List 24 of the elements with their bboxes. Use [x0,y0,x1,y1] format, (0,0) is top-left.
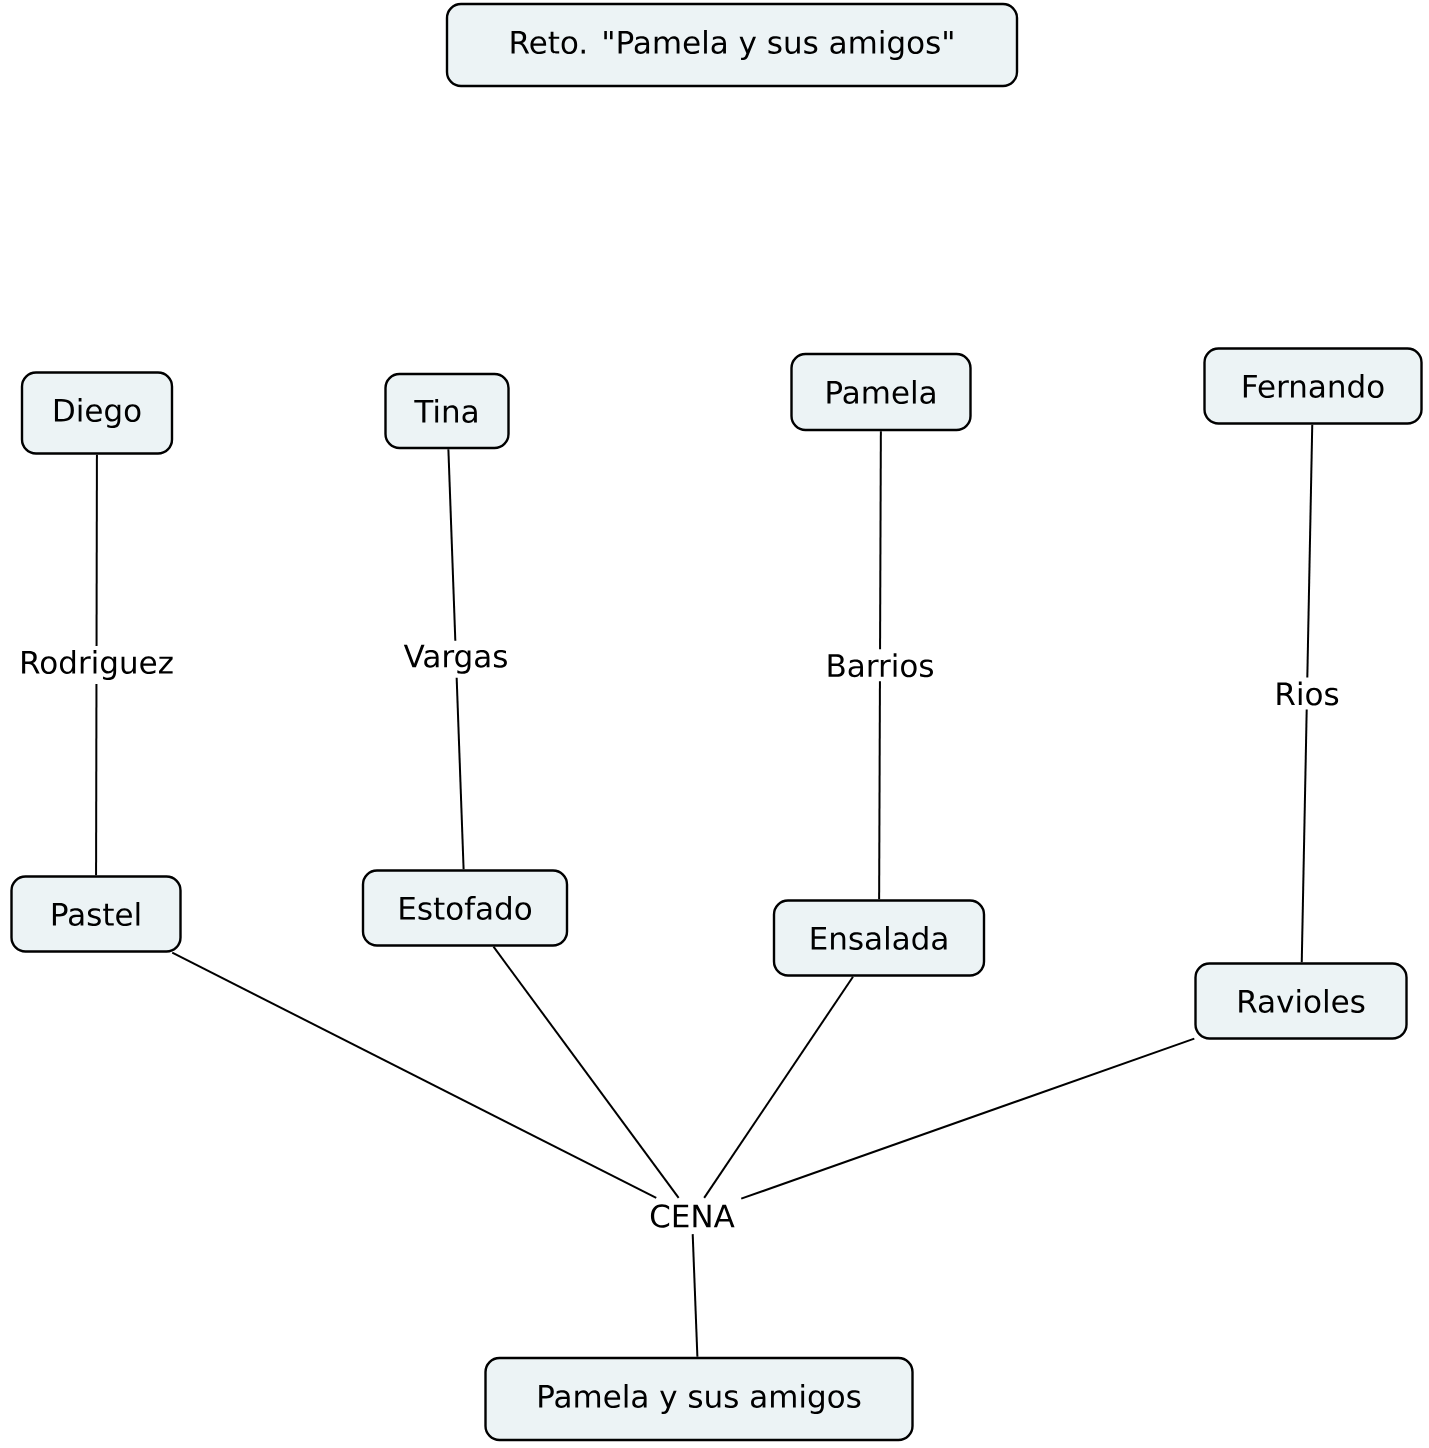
concept-box: Estofado [361,869,569,947]
connector-line [691,1233,699,1358]
concept-box: Ravioles [1194,962,1408,1040]
concept-box: Pamela [790,352,972,432]
connector-line [492,945,680,1199]
edge-label: Vargas [399,640,513,678]
concept-box: Diego [20,371,174,455]
linking-phrase: CENA [650,1204,735,1228]
concept-box: Ensalada [772,899,986,977]
concept-box: Fernando [1203,347,1423,425]
edge-label: Rodriguez [15,646,178,684]
concept-box: Tina [384,372,510,450]
concept-box: Reto. "Pamela y sus amigos" [445,2,1019,88]
connector-line [740,1037,1196,1200]
connector-line [95,453,98,877]
connector-line [703,975,854,1199]
edge-label: Rios [1270,677,1344,710]
connector-line [878,430,882,901]
edge-label: Barrios [821,649,939,682]
connector-line [447,448,465,871]
concept-box: Pamela y sus amigos [484,1356,914,1442]
connector-line [171,951,658,1199]
connector-line [1300,423,1314,964]
concept-box: Pastel [10,875,182,953]
